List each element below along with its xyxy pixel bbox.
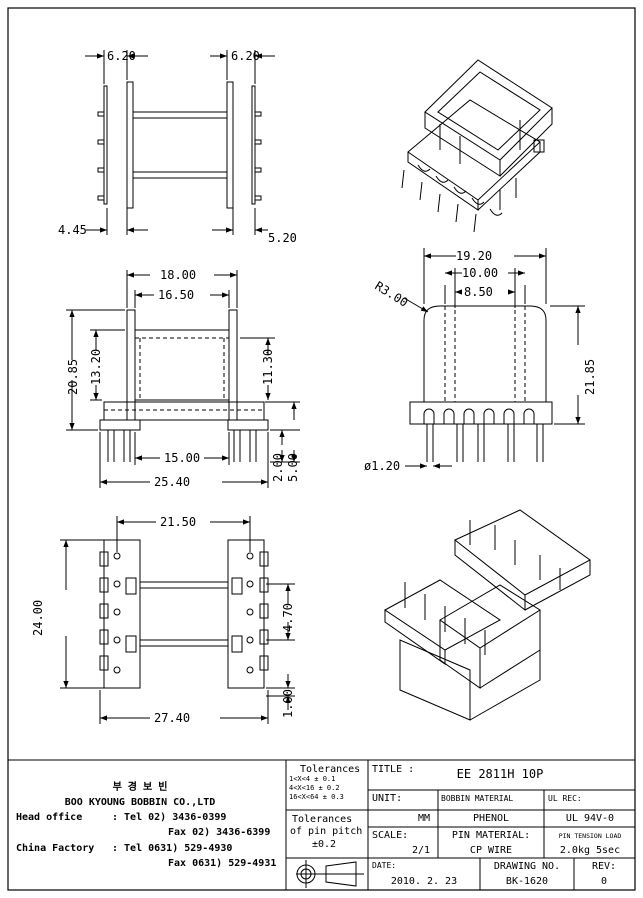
projection-symbol-icon [296,860,364,888]
ul-rec-label: UL REC: [548,794,582,803]
dim-side-bottom-right: 5.20 [268,231,297,245]
title-label: TITLE : [372,764,414,775]
dim-front-15: 15.00 [164,451,200,465]
pin-material-value: CP WIRE [470,845,512,856]
dim-bottom-24: 24.00 [31,600,45,636]
dim-side-top-right: 6.20 [231,49,260,63]
title-block-frame [7,759,636,891]
dim-end-pin: ø1.20 [364,459,400,473]
china-factory-label: China Factory [16,842,94,854]
tolerance-pin-line-2: of pin pitch [290,826,362,837]
bobbin-material-label: BOBBIN MATERIAL [441,794,513,803]
date-label: DATE: [372,861,396,870]
date-value: 2010. 2. 23 [391,876,457,887]
front-view [66,270,300,488]
company-name: BOO KYOUNG BOBBIN CO.,LTD [65,797,216,808]
dim-bottom-27-40: 27.40 [154,711,190,725]
drawing-number-value: BK-1620 [506,876,548,887]
tolerance-range-3: 16<X<64 ± 0.3 [289,793,344,801]
dim-front-5: 5.00 [286,453,300,482]
scale-value: 2/1 [412,845,430,856]
dim-front-13-20: 13.20 [89,349,103,385]
china-factory-tel: : Tel 0631) 529-4930 [112,843,232,854]
dim-front-16-50: 16.50 [158,288,194,302]
unit-label: UNIT: [372,793,402,804]
dim-side-top-left: 6.20 [107,49,136,63]
bottom-view [60,516,295,724]
dim-end-21-85: 21.85 [583,359,597,395]
dim-bottom-4-70: 4.70 [281,603,295,632]
tolerance-pin-value: ±0.2 [312,839,336,850]
company-name-korean: 부 경 보 빈 [113,780,168,793]
scale-label: SCALE: [372,830,408,841]
dim-end-10: 10.00 [462,266,498,280]
end-view [403,248,585,469]
dim-end-8-50: 8.50 [464,285,493,299]
dim-front-25-40: 25.40 [154,475,190,489]
tolerance-pin-line-1: Tolerances [292,814,352,825]
tolerance-range-2: 4<X<16 ± 0.2 [289,784,340,792]
revision-label: REV: [592,861,616,872]
ul-rec-value: UL 94V-0 [566,813,614,824]
pin-tension-label: PIN TENSION LOAD [559,832,622,840]
head-office-fax: Fax 02) 3436-6399 [168,827,270,838]
revision-value: 0 [601,876,607,887]
bobbin-material-value: PHENOL [473,813,509,824]
dim-front-20-85: 20.85 [66,359,80,395]
drawing-number-label: DRAWING NO. [494,861,560,872]
dim-end-19-20: 19.20 [456,249,492,263]
dim-end-r3: R3.00 [372,279,410,310]
pin-tension-value: 2.0kg 5sec [560,845,620,856]
iso-view-top [401,59,553,233]
dim-front-11-30: 11.30 [261,349,275,385]
head-office-label: Head office [16,811,82,823]
side-view [85,50,275,235]
iso-view-bottom [384,509,591,721]
tolerances-title: Tolerances [300,764,360,775]
head-office-tel: : Tel 02) 3436-0399 [112,812,226,823]
dim-bottom-1: 1.00 [281,689,295,718]
unit-value: MM [418,813,430,824]
pin-material-label: PIN MATERIAL: [452,830,530,841]
drawing-title: EE 2811H 10P [457,767,544,781]
dim-side-bottom-left: 4.45 [58,223,87,237]
china-factory-fax: Fax 0631) 529-4931 [168,858,276,869]
dim-bottom-21-50: 21.50 [160,515,196,529]
dim-front-18: 18.00 [160,268,196,282]
dim-front-2: 2.00 [271,453,285,482]
tolerance-range-1: 1<X<4 ± 0.1 [289,775,335,783]
